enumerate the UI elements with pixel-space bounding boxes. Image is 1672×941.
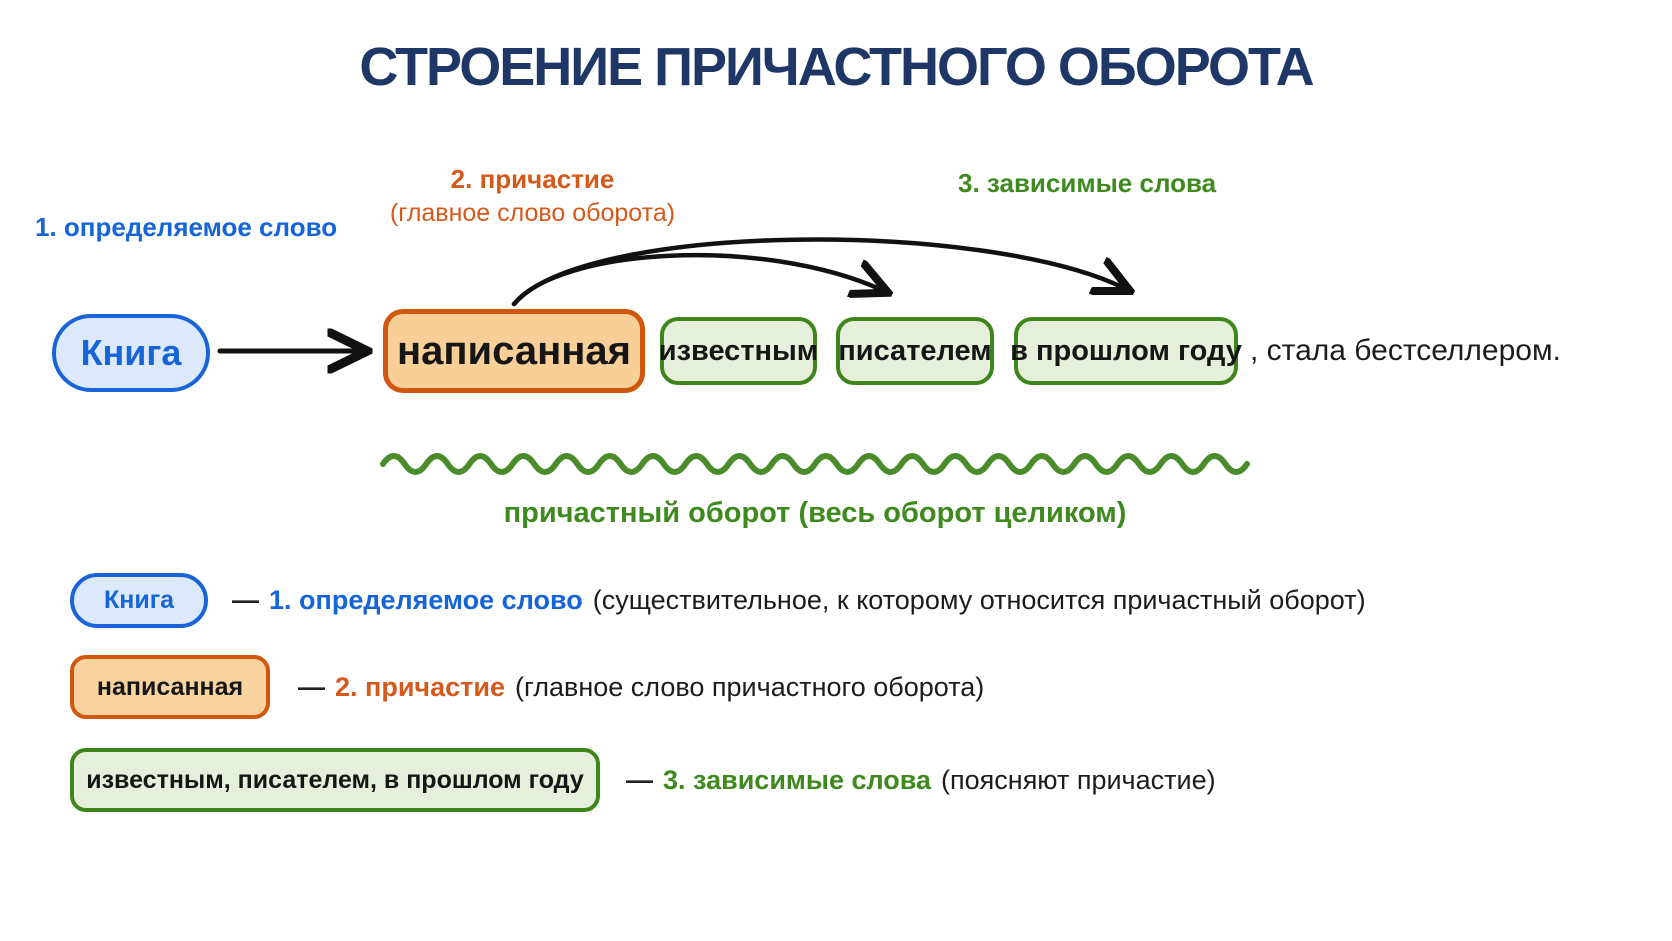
label-participle: 2. причастие (главное слово оборота) — [330, 164, 735, 228]
legend-defined-word-text: — 1. определяемое слово (существительное… — [232, 573, 1366, 628]
legend-participle-box: написанная — [70, 655, 270, 719]
legend-participle-text: — 2. причастие (главное слово причастног… — [298, 655, 984, 719]
sentence-tail-text: , стала бестселлером. — [1250, 334, 1561, 367]
page-title: СТРОЕНИЕ ПРИЧАСТНОГО ОБОРОТА — [359, 37, 1314, 97]
wavy-underline — [380, 453, 1250, 475]
subject-box: Книга — [52, 314, 210, 392]
legend-defined-word-desc: (существительное, к которому относится п… — [592, 585, 1366, 615]
legend-subject-box: Книга — [70, 573, 208, 628]
legend-dependents-box: известным, писателем, в прошлом году — [70, 748, 600, 812]
label-participle-sub: (главное слово оборота) — [389, 199, 676, 227]
label-participle-main: 2. причастие — [450, 164, 615, 194]
legend-dash: — — [232, 585, 259, 615]
dependent-box-2: писателем — [836, 317, 994, 385]
legend-dependents-text: — 3. зависимые слова (поясняют причастие… — [626, 748, 1216, 812]
legend-dependents-desc: (поясняют причастие) — [941, 764, 1216, 795]
participle-box: написанная — [383, 309, 645, 393]
legend-dependents-term: 3. зависимые слова — [663, 764, 932, 795]
underline-caption: причастный оборот (весь оборот целиком) — [503, 497, 1127, 529]
dependent-box-3: в прошлом году — [1010, 317, 1242, 385]
label-defined-word: 1. определяемое слово — [35, 212, 338, 242]
participle-to-dependent2-arrow — [511, 252, 882, 307]
legend-participle-desc: (главное слово причастного оборота) — [514, 671, 985, 702]
legend-participle-term: 2. причастие — [335, 671, 505, 702]
legend-dash: — — [298, 671, 325, 702]
legend-defined-word-term: 1. определяемое слово — [269, 585, 583, 615]
dependent-box-1: известным — [659, 317, 818, 385]
participle-to-dependent3-arrow — [511, 237, 1124, 307]
legend-dash: — — [626, 764, 653, 795]
label-dependent-words: 3. зависимые слова — [958, 168, 1217, 198]
